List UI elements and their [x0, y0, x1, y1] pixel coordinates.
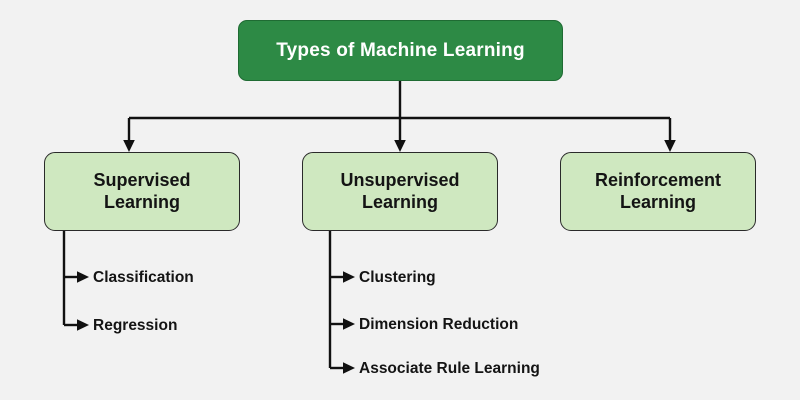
- leaf-clustering[interactable]: Clustering: [359, 269, 436, 286]
- leaf-associate-rule-learning[interactable]: Associate Rule Learning: [359, 360, 540, 377]
- node-reinforcement-learning-label-line2: Learning: [619, 191, 696, 212]
- node-unsupervised-learning-label-line2: Learning: [361, 191, 438, 212]
- node-supervised-learning-label-line2: Learning: [103, 191, 180, 212]
- node-root-types-of-machine-learning[interactable]: Types of Machine Learning: [238, 20, 563, 81]
- arrow-head-classification-icon: [77, 271, 89, 283]
- node-supervised-learning-label-line1: Supervised: [93, 169, 191, 190]
- leaf-regression[interactable]: Regression: [93, 317, 178, 334]
- arrow-head-regression-icon: [77, 319, 89, 331]
- arrow-head-unsupervised-icon: [394, 140, 406, 152]
- leaf-dimension-reduction[interactable]: Dimension Reduction: [359, 316, 519, 333]
- node-root-label: Types of Machine Learning: [276, 39, 525, 61]
- arrow-head-supervised-icon: [123, 140, 135, 152]
- arrow-head-dimension-reduction-icon: [343, 318, 355, 330]
- arrow-head-clustering-icon: [343, 271, 355, 283]
- leaf-classification[interactable]: Classification: [93, 269, 194, 286]
- arrow-head-associate-rule-learning-icon: [343, 362, 355, 374]
- node-reinforcement-learning-label-line1: Reinforcement: [594, 169, 722, 190]
- node-unsupervised-learning-label-line1: Unsupervised: [340, 169, 460, 190]
- arrow-head-reinforcement-icon: [664, 140, 676, 152]
